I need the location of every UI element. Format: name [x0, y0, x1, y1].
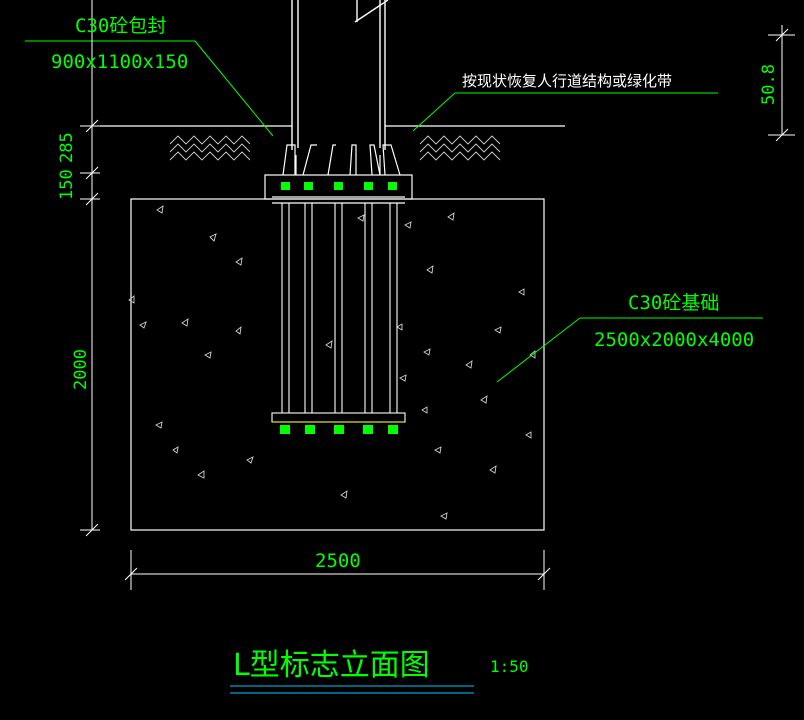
- foundation-block: [130, 198, 545, 531]
- drawing-scale: 1:50: [490, 657, 529, 676]
- encase-name-label: C30砼包封: [75, 15, 166, 37]
- dim-508: 50.8: [759, 64, 779, 105]
- dim-2000: 2000: [71, 349, 91, 390]
- dim-150: 150: [57, 169, 77, 200]
- encase-size-label: 900x1100x150: [51, 51, 188, 73]
- dim-2500: 2500: [315, 550, 361, 572]
- drawing-title: L型标志立面图: [233, 648, 430, 683]
- concrete-hatch: [128, 205, 536, 520]
- dim-285: 285: [57, 132, 77, 163]
- dimension-lines: [80, 0, 795, 590]
- anchor-bars: [271, 203, 406, 423]
- title-underline: [230, 685, 474, 694]
- soil-hatch-right: [419, 135, 501, 161]
- foundation-name-label: C30砼基础: [628, 292, 719, 314]
- restore-note-label: 按现状恢复人行道结构或绿化带: [462, 72, 672, 90]
- pole: [291, 0, 389, 150]
- bottom-bolts: [280, 425, 398, 434]
- foundation-size-label: 2500x2000x4000: [594, 329, 754, 351]
- soil-hatch-left: [169, 135, 251, 161]
- top-bolts: [281, 182, 397, 190]
- base-plate-assembly: [264, 144, 413, 204]
- leader-lines: [25, 40, 763, 383]
